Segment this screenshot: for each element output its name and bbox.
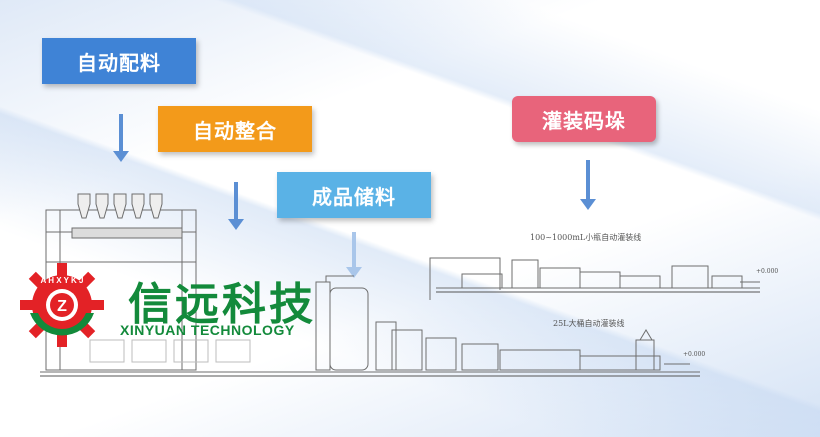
elevation-mark-bottom: +0.000 — [683, 351, 706, 358]
logo-ring-letters: A H X Y K J — [41, 276, 84, 285]
arrow-filling — [580, 160, 596, 210]
big-bucket-line-label: 25L大桶自动灌装线 — [553, 319, 625, 328]
arrow-storage — [346, 232, 362, 278]
brand-name-en: XINYUAN TECHNOLOGY — [120, 322, 295, 338]
step-auto-batching: 自动配料 — [42, 38, 196, 84]
arrow-batching — [113, 114, 129, 162]
logo-center-letter: Z — [57, 298, 67, 315]
elevation-mark-top: +0.000 — [756, 268, 779, 275]
step-auto-mixing: 自动整合 — [158, 106, 312, 152]
company-logo: Z A H X Y K J — [16, 259, 108, 351]
arrow-mixing — [228, 182, 244, 230]
step-filling-palletizing: 灌装码垛 — [512, 96, 656, 142]
gear-logo-icon: Z A H X Y K J — [20, 263, 104, 347]
step-product-storage: 成品储料 — [277, 172, 431, 218]
small-bottle-line-label: 100~1000mL小瓶自动灌装线 — [530, 233, 642, 242]
brand-name-cn: 信远科技 — [128, 279, 316, 330]
